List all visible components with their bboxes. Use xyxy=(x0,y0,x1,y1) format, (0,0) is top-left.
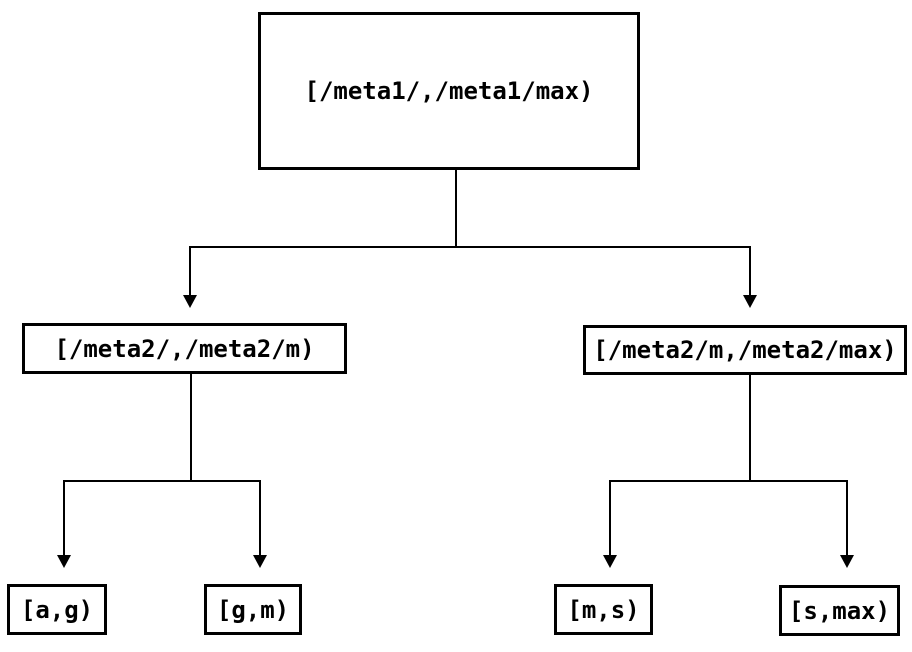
arrowhead-down-icon xyxy=(253,555,267,568)
arrowhead-down-icon xyxy=(183,295,197,308)
tree-node-label: [m,s) xyxy=(567,595,640,624)
arrowhead-down-icon xyxy=(743,295,757,308)
edge-meta2-low-to-children xyxy=(57,374,267,568)
tree-node-leaf-s-max: [s,max) xyxy=(779,585,900,636)
arrowhead-down-icon xyxy=(57,555,71,568)
tree-node-meta2-low: [/meta2/,/meta2/m) xyxy=(22,323,347,374)
arrowhead-down-icon xyxy=(603,555,617,568)
tree-node-label: [/meta2/,/meta2/m) xyxy=(54,334,315,363)
edge-root-to-children xyxy=(183,170,757,308)
edge-meta2-high-to-children xyxy=(603,375,854,568)
tree-node-label: [/meta2/m,/meta2/max) xyxy=(593,336,897,364)
tree-node-leaf-g-m: [g,m) xyxy=(204,584,302,635)
tree-node-label: [s,max) xyxy=(788,596,891,625)
tree-node-label: [g,m) xyxy=(216,595,290,624)
tree-node-meta2-high: [/meta2/m,/meta2/max) xyxy=(583,325,907,375)
tree-node-leaf-m-s: [m,s) xyxy=(554,584,653,635)
tree-node-label: [/meta1/,/meta1/max) xyxy=(304,77,594,105)
tree-node-root: [/meta1/,/meta1/max) xyxy=(258,12,640,170)
tree-node-leaf-a-g: [a,g) xyxy=(7,584,107,635)
arrowhead-down-icon xyxy=(840,555,854,568)
tree-node-label: [a,g) xyxy=(20,595,94,624)
